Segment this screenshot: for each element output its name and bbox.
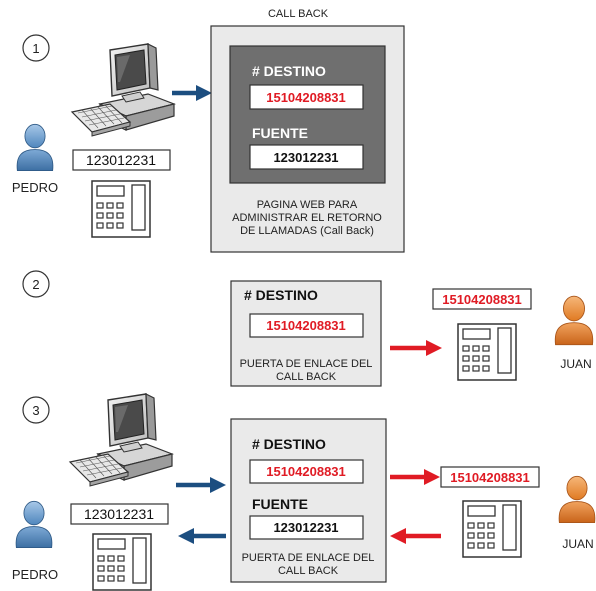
gateway-caption-line2: CALL BACK [276, 371, 337, 383]
computer-icon [71, 43, 175, 137]
person-icon [16, 123, 54, 171]
desk-phone-icon [457, 323, 517, 381]
destino-value: 15104208831 [266, 464, 346, 479]
pedro-number: 123012231 [84, 506, 154, 522]
desk-phone-icon [462, 500, 522, 558]
fuente-value: 123012231 [273, 520, 338, 535]
desk-phone-icon [91, 180, 151, 238]
pedro-number-box [70, 503, 169, 525]
arrow-head [424, 469, 440, 485]
person-name-juan: JUAN [560, 357, 591, 371]
fuente-field [249, 515, 364, 540]
person-icon [15, 500, 53, 548]
person-icon [558, 475, 596, 523]
step-number-circle [22, 396, 50, 424]
juan-number-box [432, 288, 532, 310]
gateway-caption-line1: PUERTA DE ENLACE DEL [240, 358, 373, 370]
destino-label: # DESTINO [252, 436, 326, 452]
person-name-pedro: PEDRO [12, 567, 58, 582]
step-number: 2 [32, 277, 39, 292]
step-1: 1 PEDRO 123012231 # DESTINO 15104208831 … [12, 25, 405, 253]
webpage-caption-line3: DE LLAMADAS (Call Back) [240, 225, 374, 237]
desk-phone-icon [92, 533, 152, 591]
destino-value: 15104208831 [266, 318, 346, 333]
pedro-number-box [72, 149, 171, 171]
person-icon [554, 295, 594, 346]
step-number: 1 [32, 41, 39, 56]
fuente-label: FUENTE [252, 125, 308, 141]
destino-field [249, 313, 364, 338]
arrow-head [210, 477, 226, 493]
gateway-caption-line1: PUERTA DE ENLACE DEL [242, 552, 375, 564]
computer-icon [69, 393, 173, 487]
step-number-circle [22, 270, 50, 298]
step-number-circle [22, 34, 50, 62]
arrow-head [196, 85, 212, 101]
pedro-number: 123012231 [86, 152, 156, 168]
fuente-label: FUENTE [252, 496, 308, 512]
gateway-caption-line2: CALL BACK [278, 565, 339, 577]
person-name-pedro: PEDRO [12, 180, 58, 195]
arrow-head [426, 340, 442, 356]
juan-number: 15104208831 [450, 470, 530, 485]
diagram-title: CALL BACK [268, 8, 329, 20]
step-number: 3 [32, 403, 39, 418]
fuente-field [249, 144, 364, 170]
juan-number: 15104208831 [442, 292, 522, 307]
webpage-caption-line2: ADMINISTRAR EL RETORNO [232, 212, 382, 224]
webpage-caption-line1: PAGINA WEB PARA [257, 199, 358, 211]
fuente-value: 123012231 [273, 150, 338, 165]
destino-value: 15104208831 [266, 90, 346, 105]
juan-number-box [440, 466, 540, 488]
destino-field [249, 459, 364, 484]
destino-label: # DESTINO [244, 287, 318, 303]
arrow-head [390, 528, 406, 544]
gateway-panel [230, 418, 387, 583]
person-name-juan: JUAN [562, 537, 593, 551]
destino-label: # DESTINO [252, 63, 326, 79]
arrow-head [178, 528, 194, 544]
destino-field [249, 84, 364, 110]
step-2: 2 # DESTINO 15104208831 PUERTA DE ENLACE… [22, 270, 594, 387]
step-3: 3 PEDRO 123012231 # DESTINO 15104208831 … [12, 393, 596, 591]
